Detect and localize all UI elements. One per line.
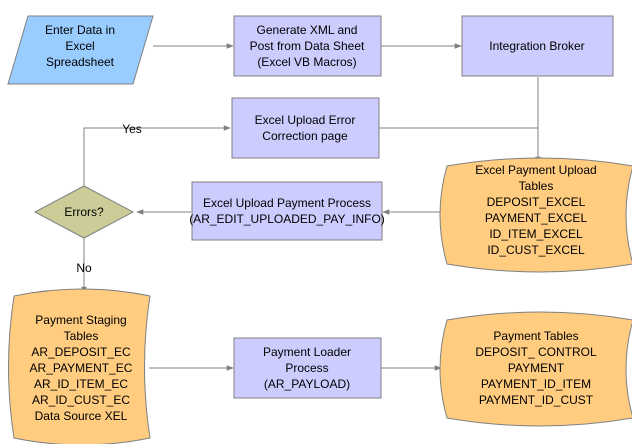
generate-xml-shape	[233, 15, 382, 77]
staging-tables-label-line: AR_DEPOSIT_EC	[31, 345, 131, 359]
generate-xml-label-line: Generate XML and	[257, 23, 358, 37]
upload-process-node: Excel Upload Payment Process (AR_EDIT_UPL…	[189, 181, 385, 241]
excel-payment-tables-label-line: DEPOSIT_EXCEL	[487, 195, 586, 209]
enter-data-label-line: Enter Data in	[45, 23, 115, 37]
staging-tables-label-line: AR_ID_CUST_EC	[32, 393, 130, 407]
upload-process-label: Excel Upload Payment Process (AR_EDIT_UPL…	[189, 196, 385, 226]
edge-label-yes: Yes	[122, 122, 142, 136]
payment-tables-label-line: PAYMENT_ID_CUST	[479, 393, 594, 407]
enter-data-label-line: Excel	[65, 39, 94, 53]
staging-tables-shape	[8, 288, 151, 444]
upload-process-label-line: (AR_EDIT_UPLOADED_PAY_INFO)	[189, 212, 385, 226]
payment-tables-shape	[439, 311, 632, 427]
errors-decision-label: Errors?	[64, 205, 104, 219]
enter-data-label-line: Spreadsheet	[46, 55, 115, 69]
errors-decision-label-line: Errors?	[64, 205, 104, 219]
excel-payment-tables-label-line: ID_CUST_EXCEL	[487, 243, 585, 257]
edge-label-no: No	[76, 261, 92, 275]
upload-process-label-line: Excel Upload Payment Process	[203, 196, 371, 210]
connectors	[81, 43, 541, 371]
integration-broker-label: Integration Broker	[489, 39, 584, 53]
upload-process-shape	[191, 181, 383, 241]
payment-tables-label-line: PAYMENT_ID_ITEM	[481, 377, 591, 391]
generate-xml-label-line: Post from Data Sheet	[250, 39, 365, 53]
staging-tables-label-line: Tables	[64, 329, 99, 343]
payment-tables-label-line: DEPOSIT_ CONTROL	[475, 345, 597, 359]
payment-tables-label-line: PAYMENT	[508, 361, 565, 375]
excel-payment-tables-label-line: ID_ITEM_EXCEL	[489, 227, 583, 241]
integration-broker-node: Integration Broker	[461, 15, 614, 77]
enter-data-shape	[7, 15, 154, 85]
staging-tables-label-line: Payment Staging	[35, 313, 126, 327]
payment-loader-label-line: Payment Loader	[263, 345, 351, 359]
payment-loader-label-line: (AR_PAYLOAD)	[264, 377, 350, 391]
errors-decision-shape	[33, 185, 135, 239]
excel-payment-tables-shape	[439, 157, 632, 273]
error-correction-shape	[231, 97, 380, 159]
staging-tables-label-line: AR_PAYMENT_EC	[30, 361, 133, 375]
integration-broker-shape	[461, 15, 614, 77]
payment-loader-label-line: Process	[285, 361, 328, 375]
edge-decision-yes-to-correction	[83, 125, 231, 186]
error-correction-label-line: Excel Upload Error	[255, 113, 356, 127]
excel-payment-tables-label-line: PAYMENT_EXCEL	[485, 211, 588, 225]
integration-broker-label-line: Integration Broker	[489, 39, 584, 53]
staging-tables-label-line: Data Source XEL	[35, 409, 128, 423]
error-correction-label-line: Correction page	[262, 129, 348, 143]
payment-loader-shape	[233, 337, 382, 399]
generate-xml-label-line: (Excel VB Macros)	[257, 55, 356, 69]
excel-payment-tables-label-line: Excel Payment Upload	[475, 163, 596, 177]
errors-decision-node: Errors?	[33, 185, 135, 239]
payment-tables-label-line: Payment Tables	[493, 329, 578, 343]
staging-tables-label-line: AR_ID_ITEM_EC	[34, 377, 128, 391]
excel-payment-tables-label-line: Tables	[519, 179, 554, 193]
